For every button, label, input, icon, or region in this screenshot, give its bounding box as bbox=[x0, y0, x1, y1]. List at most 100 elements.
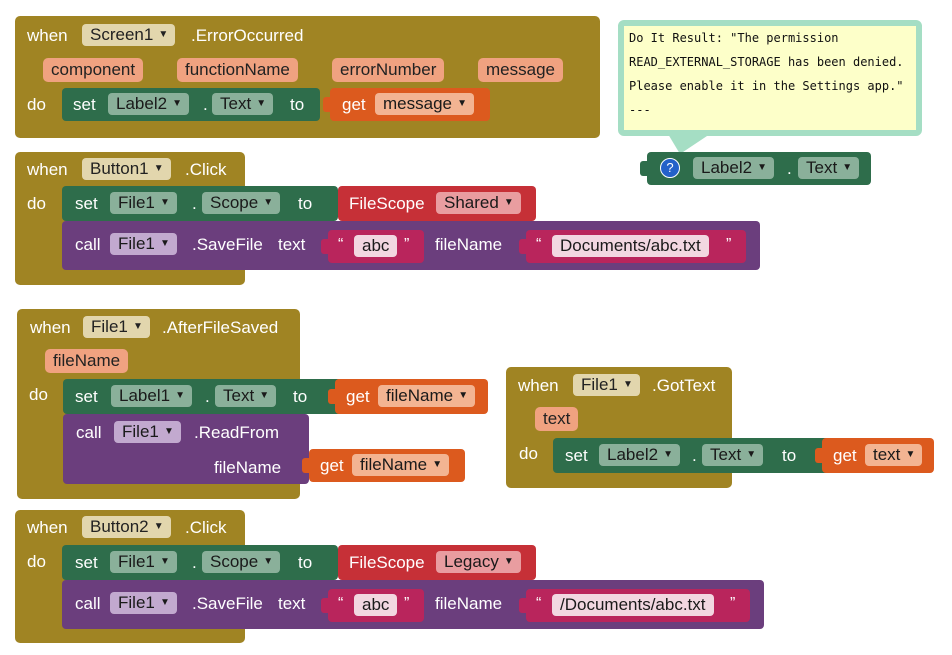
string-value[interactable]: /Documents/abc.txt bbox=[552, 594, 714, 616]
get-block[interactable]: get message▼ bbox=[323, 88, 490, 121]
filescope-block[interactable]: FileScope Shared▼ bbox=[338, 186, 536, 221]
component-dropdown[interactable]: Button2▼ bbox=[82, 516, 171, 538]
property-dropdown[interactable]: Text▼ bbox=[798, 157, 860, 179]
component-dropdown[interactable]: Label1▼ bbox=[111, 385, 193, 407]
filescope-block[interactable]: FileScope Legacy▼ bbox=[338, 545, 536, 580]
string-value[interactable]: Documents/abc.txt bbox=[552, 235, 709, 257]
text-string-block[interactable]: “ abc ” bbox=[321, 589, 424, 622]
text-string-block[interactable]: “ abc ” bbox=[321, 230, 424, 263]
call-label: call bbox=[75, 594, 101, 613]
to-label: to bbox=[298, 553, 313, 572]
component-dropdown[interactable]: File1 ▼ bbox=[110, 233, 177, 255]
open-quote: “ bbox=[338, 595, 344, 612]
string-value[interactable]: abc bbox=[354, 594, 398, 616]
component-dropdown[interactable]: Button1 ▼ bbox=[82, 158, 171, 180]
comment-line: READ_EXTERNAL_STORAGE has been denied. bbox=[629, 55, 904, 69]
component-dropdown[interactable]: Label2▼ bbox=[108, 93, 190, 115]
chevron-down-icon: ▼ bbox=[263, 197, 274, 208]
chevron-down-icon: ▼ bbox=[159, 597, 170, 608]
chevron-down-icon: ▼ bbox=[757, 162, 768, 173]
param-message[interactable]: message bbox=[478, 58, 563, 82]
do-label: do bbox=[27, 194, 46, 213]
connector bbox=[640, 161, 647, 176]
close-quote: ” bbox=[726, 236, 732, 253]
scope-dropdown[interactable]: Legacy▼ bbox=[436, 551, 521, 573]
when-label: when bbox=[518, 376, 559, 395]
component-name: File1 bbox=[118, 193, 155, 212]
set-block[interactable]: set Label2▼ . Text▼ to bbox=[553, 438, 831, 473]
param-text[interactable]: text bbox=[535, 407, 579, 431]
set-block[interactable]: set File1▼ . Scope▼ to bbox=[62, 545, 338, 580]
string-value[interactable]: abc bbox=[354, 235, 398, 257]
component-dropdown[interactable]: Label2▼ bbox=[693, 157, 775, 179]
get-label: get bbox=[320, 456, 344, 475]
get-block[interactable]: get fileName▼ bbox=[302, 449, 465, 482]
get-block[interactable]: get text▼ bbox=[815, 438, 934, 473]
do-label: do bbox=[27, 95, 46, 114]
property-dropdown[interactable]: Scope ▼ bbox=[202, 551, 281, 573]
when-label: when bbox=[27, 518, 68, 537]
property-name: Text bbox=[220, 94, 252, 113]
text-param-label: text bbox=[278, 235, 306, 254]
do-label: do bbox=[519, 444, 538, 463]
get-block[interactable]: get fileName▼ bbox=[328, 379, 488, 414]
param-component[interactable]: component bbox=[43, 58, 144, 82]
filename-string-block[interactable]: “ /Documents/abc.txt ” bbox=[519, 589, 750, 622]
component-dropdown[interactable]: File1 ▼ bbox=[110, 192, 177, 214]
connector bbox=[321, 598, 328, 613]
chevron-down-icon: ▼ bbox=[263, 556, 274, 567]
set-block[interactable]: set Label1▼ . Text▼ to bbox=[63, 379, 342, 414]
variable-dropdown[interactable]: text▼ bbox=[865, 444, 923, 466]
component-name: Button1 bbox=[90, 159, 149, 178]
chevron-down-icon: ▼ bbox=[905, 449, 916, 460]
chevron-down-icon: ▼ bbox=[163, 426, 174, 437]
set-block[interactable]: set Label2▼ . Text▼ to bbox=[62, 88, 320, 121]
component-name: Label2 bbox=[607, 445, 659, 464]
variable-name: fileName bbox=[386, 386, 454, 405]
label2-text-getter-block[interactable]: ? Label2▼ . Text▼ bbox=[640, 152, 871, 185]
param-functionname[interactable]: functionName bbox=[177, 58, 298, 82]
to-label: to bbox=[290, 95, 305, 114]
component-dropdown[interactable]: File1▼ bbox=[573, 374, 640, 396]
chevron-down-icon: ▼ bbox=[153, 163, 164, 174]
property-dropdown[interactable]: Text▼ bbox=[702, 444, 764, 466]
do-label: do bbox=[29, 385, 48, 404]
param-errornumber[interactable]: errorNumber bbox=[332, 58, 445, 82]
call-label: call bbox=[76, 423, 102, 442]
filescope-label: FileScope bbox=[349, 553, 425, 572]
set-block[interactable]: set File1▼ . Scope▼ to bbox=[62, 186, 338, 221]
component-name: File1 bbox=[118, 552, 155, 571]
chevron-down-icon: ▼ bbox=[159, 238, 170, 249]
dot-label: . bbox=[787, 159, 792, 178]
property-dropdown[interactable]: Text ▼ bbox=[212, 93, 274, 115]
property-name: Scope bbox=[210, 552, 259, 571]
component-dropdown[interactable]: Label2▼ bbox=[599, 444, 681, 466]
call-readfrom-block[interactable]: call File1▼ .ReadFrom fileName bbox=[63, 414, 309, 484]
variable-name: fileName bbox=[360, 455, 428, 474]
chevron-down-icon: ▼ bbox=[159, 197, 170, 208]
param-filename[interactable]: fileName bbox=[45, 349, 129, 373]
component-name: File1 bbox=[581, 375, 618, 394]
component-dropdown[interactable]: Screen1▼ bbox=[82, 24, 176, 46]
component-dropdown[interactable]: File1▼ bbox=[110, 592, 177, 614]
filename-string-block[interactable]: “ Documents/abc.txt ” bbox=[519, 230, 746, 263]
component-dropdown[interactable]: File1▼ bbox=[110, 551, 177, 573]
variable-dropdown[interactable]: message▼ bbox=[375, 93, 474, 115]
event-name: .GotText bbox=[652, 376, 716, 395]
component-name: Screen1 bbox=[90, 25, 154, 44]
variable-dropdown[interactable]: fileName▼ bbox=[352, 454, 450, 476]
dot-label: . bbox=[192, 553, 197, 572]
property-dropdown[interactable]: Text▼ bbox=[215, 385, 277, 407]
set-label: set bbox=[75, 387, 98, 406]
variable-dropdown[interactable]: fileName▼ bbox=[378, 385, 476, 407]
component-dropdown[interactable]: File1▼ bbox=[114, 421, 181, 443]
property-dropdown[interactable]: Scope▼ bbox=[202, 192, 281, 214]
component-name: File1 bbox=[118, 234, 155, 253]
chevron-down-icon: ▼ bbox=[256, 98, 267, 109]
chevron-down-icon: ▼ bbox=[175, 390, 186, 401]
chevron-down-icon: ▼ bbox=[457, 98, 467, 109]
question-icon[interactable]: ? bbox=[660, 158, 680, 178]
component-name: Label2 bbox=[116, 94, 168, 113]
scope-dropdown[interactable]: Shared▼ bbox=[436, 192, 521, 214]
component-dropdown[interactable]: File1▼ bbox=[83, 316, 150, 338]
